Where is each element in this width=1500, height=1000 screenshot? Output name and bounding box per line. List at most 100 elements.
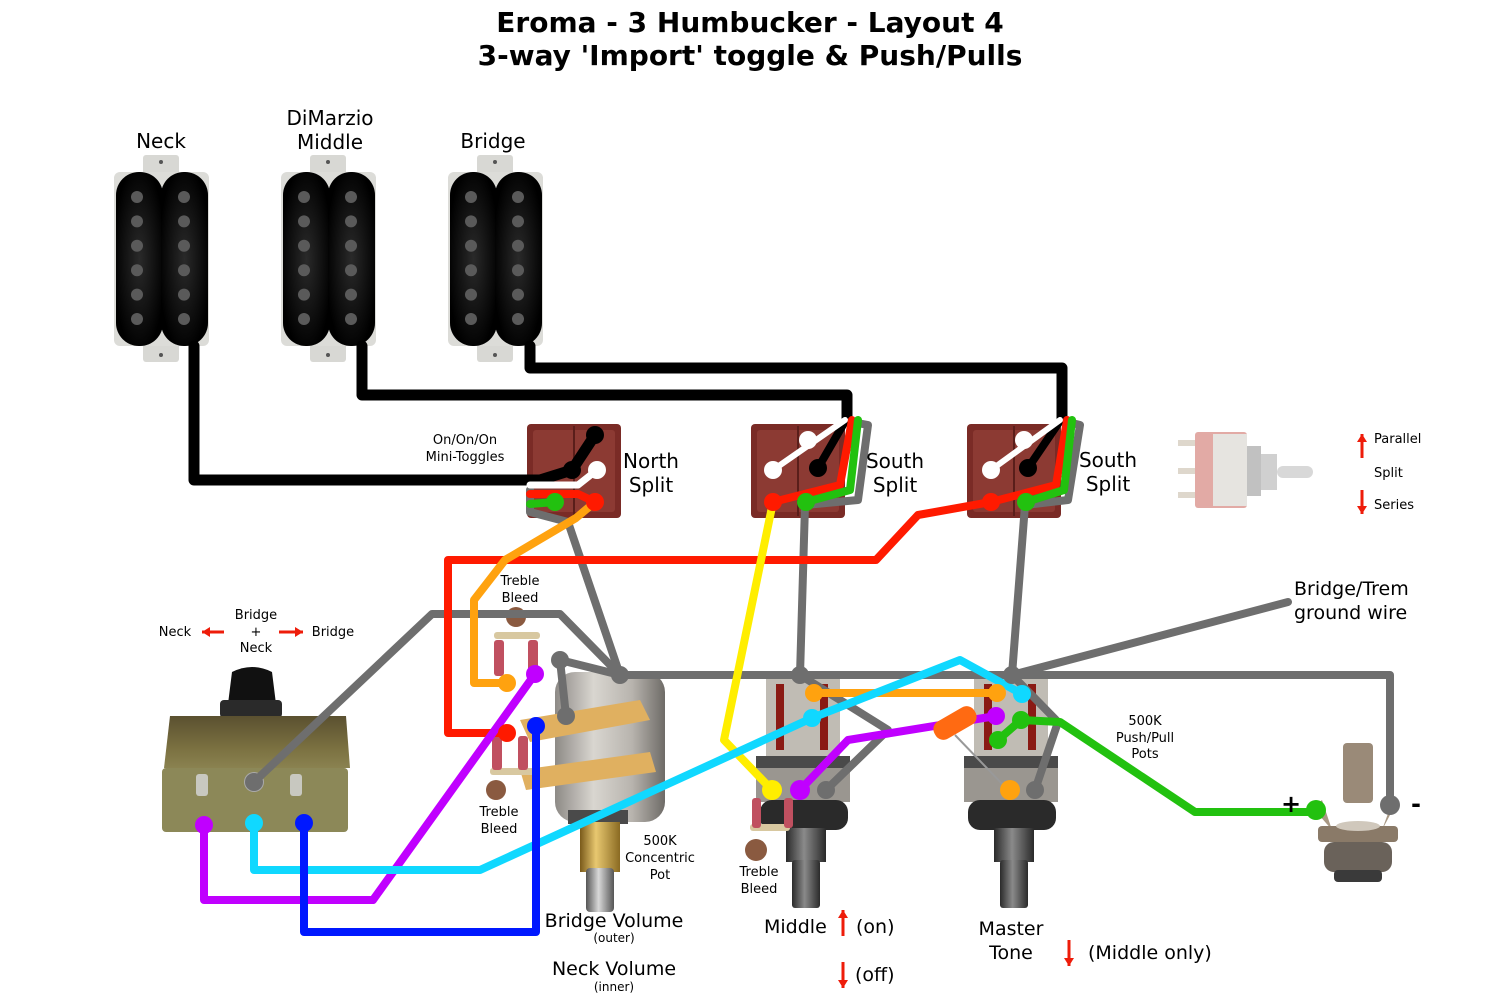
bridge-right-arrow-icon	[279, 627, 303, 637]
push-pull-spec-line3: Pots	[1131, 747, 1159, 762]
joint-white-middle	[764, 461, 782, 479]
joint-blue-3way	[295, 814, 313, 832]
middle-pot-up-state: (on)	[856, 916, 895, 938]
joint-purple-3way	[195, 816, 213, 834]
toggle-label-north: North	[623, 449, 679, 473]
joint-ground-3way	[245, 773, 263, 791]
wire-ground-middle-toggle	[796, 501, 809, 679]
toggle-label-south-middle-split: Split	[872, 473, 918, 497]
concentric-spec-line1: 500K	[643, 834, 677, 849]
legend-split: Split	[1374, 466, 1403, 481]
joint-orange-tone-cap	[1000, 780, 1020, 800]
wire-purple-3way-neck	[200, 670, 539, 904]
joint-ground-tone	[1003, 666, 1021, 684]
joint-red-north	[586, 493, 604, 511]
tone-pot-down-state: (Middle only)	[1088, 942, 1212, 964]
joint-purple-middle-pot	[790, 780, 810, 800]
joint-ground-middle	[791, 666, 809, 684]
parallel-up-arrow-icon	[1357, 434, 1367, 458]
treble-bleed-label-top-line2: Bleed	[501, 591, 539, 606]
three-way-neck-label: Neck	[158, 625, 192, 640]
joint-orange-concentric	[498, 674, 516, 692]
treble-bleed-label-middle-line1: Treble	[739, 865, 779, 880]
ground-wire-label-line1: Bridge/Trem	[1294, 578, 1409, 600]
wire-ground-north-toggle	[564, 518, 624, 679]
three-way-center-line3: Neck	[239, 641, 273, 656]
humbucker-bridge	[448, 155, 543, 362]
middle-down-arrow-icon	[838, 962, 848, 988]
joint-green-tone-pot	[1012, 711, 1030, 729]
joint-white-middle-upper	[799, 431, 817, 449]
three-way-center-line1: Bridge	[234, 608, 278, 623]
toggle-label-south-middle: South	[865, 449, 925, 473]
wire-green-output	[1017, 716, 1320, 816]
wire-black-middle-pickup	[356, 340, 853, 424]
pickup-label-middle-brand: DiMarzio	[286, 106, 374, 130]
mini-toggle-caption-line1: On/On/On	[432, 433, 498, 448]
diagram-title-line2: 3-way 'Import' toggle & Push/Pulls	[477, 39, 1023, 72]
jack-minus-label: -	[1411, 790, 1421, 818]
joint-jack-tip	[1306, 800, 1326, 820]
humbucker-neck	[114, 155, 209, 362]
wire-green-bridge-toggle	[1022, 416, 1076, 506]
treble-bleed-concentric-bottom	[486, 736, 536, 800]
three-way-toggle	[162, 667, 350, 832]
tone-down-arrow-icon	[1064, 940, 1074, 966]
toggle-label-south-bridge: South	[1078, 448, 1138, 472]
wire-black-bridge-pickup	[524, 340, 1068, 424]
joint-purple-concentric	[526, 665, 544, 683]
legend-parallel: Parallel	[1374, 432, 1422, 447]
neck-volume-label: Neck Volume	[551, 958, 677, 980]
bridge-volume-sub: (outer)	[593, 931, 635, 945]
treble-bleed-label-bottom-line1: Treble	[479, 805, 519, 820]
wire-orange-north-to-concentric	[470, 498, 599, 687]
joint-ground-concentric-lower	[557, 707, 575, 725]
wire-blue-3way-bridge	[300, 722, 540, 936]
joint-green-bridge	[1017, 493, 1035, 511]
wire-ground-bridge-trem	[1008, 598, 1292, 679]
joint-jack-sleeve	[1380, 795, 1400, 815]
joint-green-north	[546, 493, 564, 511]
wire-red-middle-toggle	[769, 416, 856, 506]
joint-orange-tone-pot	[988, 684, 1006, 702]
joint-white-bridge-upper	[1015, 431, 1033, 449]
wire-cyan-3way-output	[250, 656, 1026, 874]
pickup-label-bridge: Bridge	[460, 129, 526, 153]
ground-wire-label-line2: ground wire	[1294, 602, 1408, 624]
pickup-label-neck: Neck	[136, 129, 186, 153]
toggle-label-north-split: Split	[628, 473, 674, 497]
wire-green-middle-toggle	[802, 416, 862, 506]
joint-green-tone-pot-lower	[989, 731, 1007, 749]
joint-red-bridge	[982, 493, 1000, 511]
neck-volume-sub: (inner)	[593, 980, 635, 994]
tone-capacitor	[933, 706, 1009, 791]
joint-cyan-tone-pot	[1013, 685, 1031, 703]
three-way-center-line2: +	[250, 625, 262, 640]
jack-plus-label: +	[1281, 790, 1302, 818]
pickup-label-middle: Middle	[296, 130, 364, 154]
joint-cyan-3way	[245, 814, 263, 832]
treble-bleed-label-middle-line2: Bleed	[740, 882, 778, 897]
tone-pot-label-line2: Tone	[989, 942, 1033, 964]
push-pull-spec-line1: 500K	[1128, 714, 1162, 729]
concentric-spec-line3: Pot	[649, 868, 671, 883]
joint-ground-tone-pot	[1026, 781, 1044, 799]
treble-bleed-middle-pot	[745, 798, 793, 861]
joint-cyan-middle-pot	[803, 709, 821, 727]
joint-orange-middle-pot	[805, 684, 823, 702]
toggle-label-south-bridge-split: Split	[1085, 472, 1131, 496]
wire-ground-bridge-toggle	[1008, 501, 1029, 679]
joint-black-north	[563, 461, 581, 479]
series-down-arrow-icon	[1357, 490, 1367, 514]
wire-ground-3way	[250, 610, 624, 786]
joint-yellow-middle-pot	[762, 780, 782, 800]
joint-red-concentric	[498, 724, 516, 742]
diagram-title-line1: Eroma - 3 Humbucker - Layout 4	[496, 6, 1004, 39]
joint-black-north	[586, 426, 604, 444]
wire-black-neck-pickup	[188, 340, 601, 486]
joint-ground-concentric-lug	[551, 651, 569, 669]
mini-toggle-legend-image	[1178, 432, 1313, 508]
joint-white-bridge	[982, 461, 1000, 479]
middle-up-arrow-icon	[838, 910, 848, 936]
